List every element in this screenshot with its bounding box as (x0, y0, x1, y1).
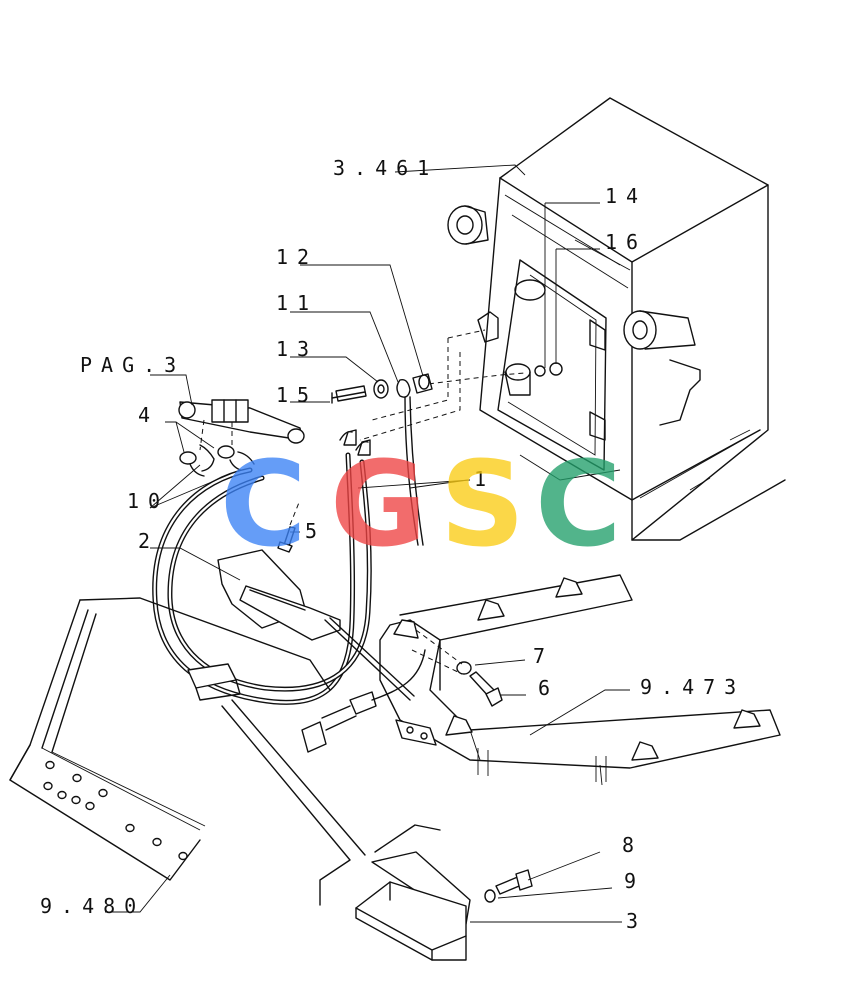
callout-3461: 3.461 (333, 156, 438, 180)
watermark-logo: C G S C (220, 435, 622, 573)
callout-16: 16 (605, 230, 647, 254)
callout-14: 14 (605, 184, 647, 208)
callout-15: 15 (276, 383, 318, 407)
callout-9473: 9.473 (640, 675, 745, 699)
bolt-5 (277, 499, 301, 553)
callout-13: 13 (276, 337, 318, 361)
bracket-2 (217, 549, 341, 641)
blade-holes (43, 760, 188, 861)
blade-9480 (9, 597, 331, 881)
watermark-letter-c1: C (220, 435, 307, 573)
leader-lines (105, 164, 630, 923)
watermark-letter-g: G (330, 435, 427, 573)
callout-1: 1 (474, 467, 495, 491)
callout-labels: 3.461 14 16 12 11 13 15 PAG.3 4 10 1 5 2… (40, 156, 745, 933)
callout-12: 12 (276, 245, 318, 269)
frame-9473 (324, 574, 781, 786)
guard-3 (221, 699, 533, 961)
callout-6: 6 (538, 676, 559, 700)
callout-10: 10 (127, 489, 169, 513)
hydraulic-hoses (152, 429, 426, 753)
frame-3461 (359, 97, 786, 541)
callout-4: 4 (138, 403, 159, 427)
callout-7: 7 (533, 644, 554, 668)
callout-8: 8 (622, 833, 643, 857)
valve-block (178, 399, 305, 477)
callout-3: 3 (626, 909, 647, 933)
callout-2: 2 (138, 529, 159, 553)
callout-pag3: PAG.3 (80, 353, 185, 377)
callout-5: 5 (305, 519, 326, 543)
watermark-letter-s: S (440, 435, 525, 573)
watermark-letter-c2: C (535, 435, 622, 573)
cable-fittings (331, 373, 433, 546)
callout-9: 9 (624, 869, 645, 893)
callout-9480: 9.480 (40, 894, 145, 918)
callout-11: 11 (276, 291, 318, 315)
